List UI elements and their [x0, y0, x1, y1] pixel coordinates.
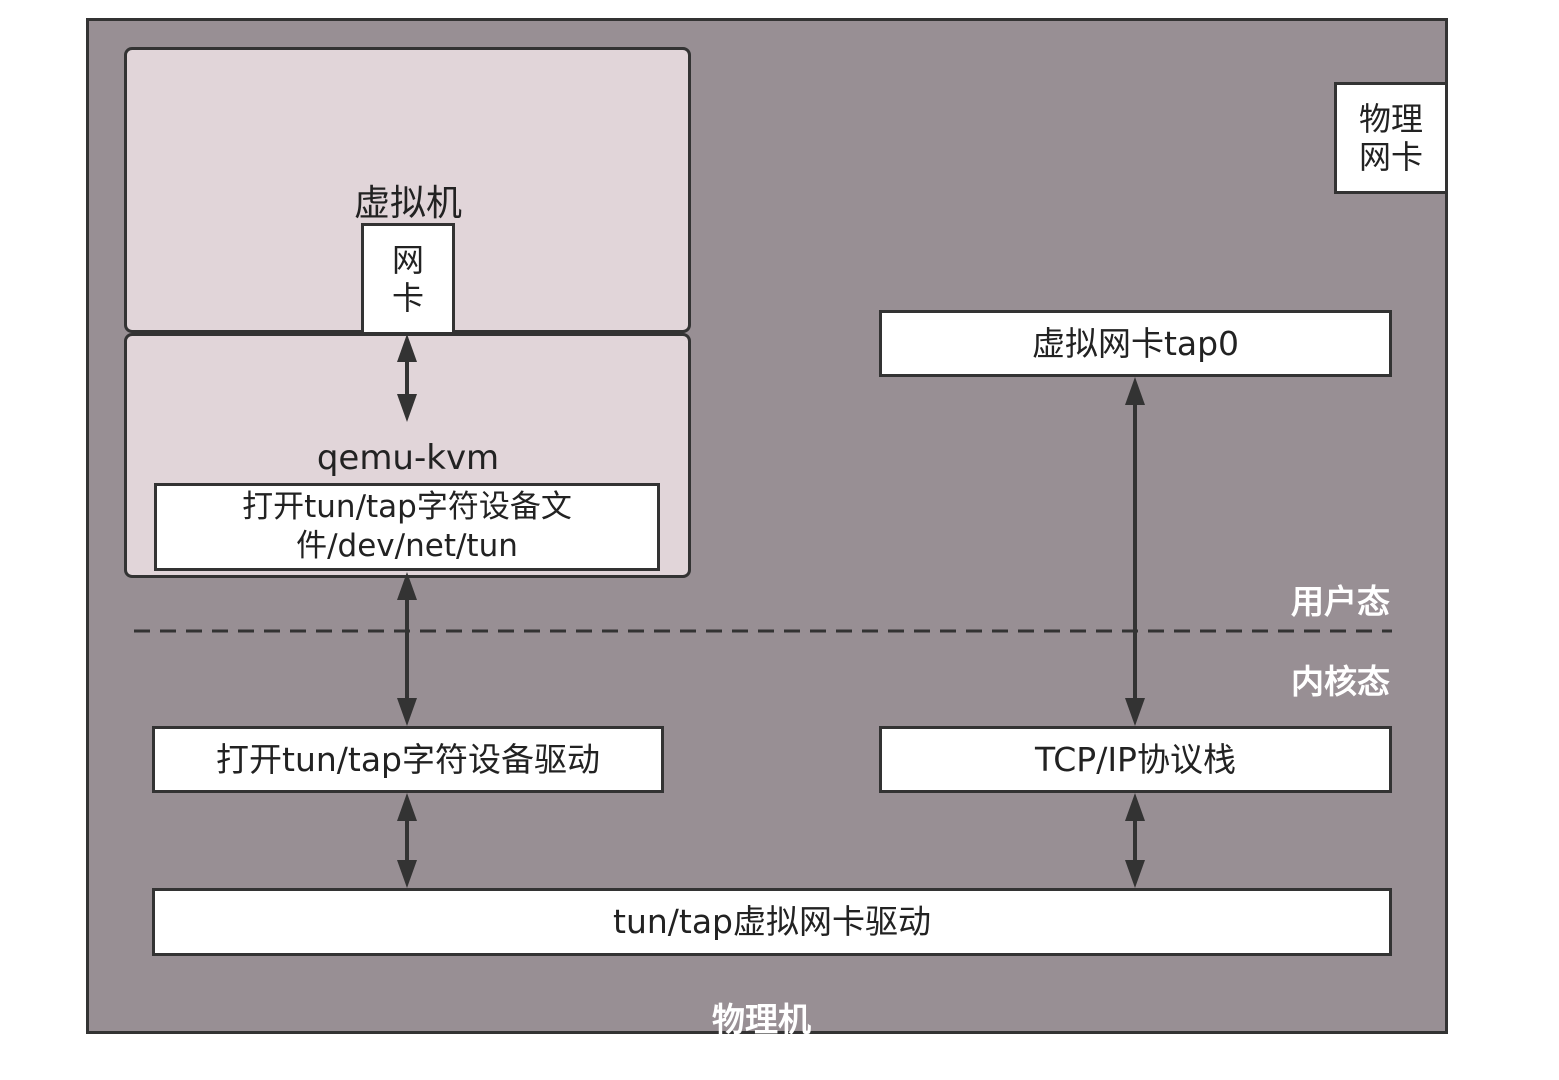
vm-nic-box: 网 卡 — [361, 223, 455, 335]
chardev-driver-label: 打开tun/tap字符设备驱动 — [216, 739, 600, 779]
tap0-box: 虚拟网卡tap0 — [879, 310, 1392, 377]
chardriver-tuntap-arrow-down — [397, 860, 417, 888]
physical-nic-line1: 物理 — [1358, 99, 1423, 138]
tcpip-tuntap-arrow-up — [1125, 793, 1145, 821]
physical-nic-line2: 网卡 — [1358, 138, 1423, 176]
tap0-tcpip-arrow-down — [1125, 698, 1145, 726]
vm-nic-label-line1: 网 — [391, 240, 424, 279]
vm-nic-label-line2: 卡 — [391, 279, 424, 317]
open-chardev-file-line1: 打开tun/tap字符设备文 — [242, 489, 572, 526]
tuntap-driver-box: tun/tap虚拟网卡驱动 — [152, 888, 1392, 956]
tcpip-stack-label: TCP/IP协议栈 — [1035, 739, 1236, 779]
physical-machine-label: 物理机 — [712, 1000, 811, 1039]
tcpip-tuntap-arrow-down — [1125, 860, 1145, 888]
kernel-space-label: 内核态 — [1291, 662, 1390, 701]
virtual-machine-label: 虚拟机 — [353, 183, 462, 224]
file-driver-arrow-up — [397, 572, 417, 600]
physical-nic-box: 物理 网卡 — [1334, 82, 1448, 194]
file-driver-arrow-down — [397, 698, 417, 726]
open-chardev-file-box: 打开tun/tap字符设备文 件/dev/net/tun — [154, 483, 660, 571]
tcpip-stack-box: TCP/IP协议栈 — [879, 726, 1392, 793]
open-chardev-file-line2: 件/dev/net/tun — [296, 528, 518, 564]
nic-qemu-arrow-down — [397, 394, 417, 422]
nic-qemu-arrow-up — [397, 334, 417, 362]
tap0-tcpip-arrow-up — [1125, 377, 1145, 405]
chardev-driver-box: 打开tun/tap字符设备驱动 — [152, 726, 664, 793]
user-space-label: 用户态 — [1291, 582, 1390, 621]
tuntap-driver-label: tun/tap虚拟网卡驱动 — [613, 902, 931, 942]
chardriver-tuntap-arrow-up — [397, 793, 417, 821]
tap0-label: 虚拟网卡tap0 — [1031, 323, 1240, 363]
qemu-kvm-label: qemu-kvm — [316, 438, 500, 478]
